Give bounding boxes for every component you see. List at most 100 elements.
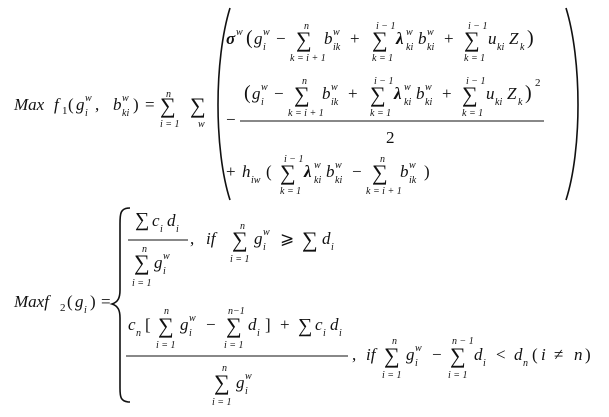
eq1-r1-b1: b [324,29,333,48]
eq1-r2-b2-sub: ki [425,97,432,108]
eq1-sum1-upper: n [166,89,171,100]
eq2-c2-cond-g-sup: w [415,343,422,354]
eq1-r2-s2-upper: i − 1 [374,76,394,87]
eq1-r2-b1-sub: ik [331,97,339,108]
eq2-c2-den-sum: ∑ [214,370,230,395]
eq2-c2-cond-sum1: ∑ [384,343,400,368]
eq2-c2-lt: < [496,345,506,364]
eq2-c2-comma: , [352,345,356,364]
eq1-r3-close: ) [424,162,430,181]
eq2-c2-d2-sub: i [339,328,342,339]
eq1-r2-u-sub: ki [495,97,502,108]
eq2-c2-cn-sub: n [136,328,141,339]
eq1-r3-s2-lower: k = i + 1 [366,186,402,197]
eq1-big-right-paren [565,7,579,201]
eq2-c2-den-upper: n [222,363,227,374]
eq1-r1-u-sub: ki [497,42,504,53]
eq2-c1-den-g-sub: i [163,266,166,277]
eq1-r2-g-sub: i [261,97,264,108]
eq2-close-paren: ) [90,292,96,311]
eq1-r1-s3-lower: k = 1 [464,53,485,64]
eq1-r3-s1-lower: k = 1 [280,186,301,197]
eq2-c2-close: ) [585,345,591,364]
eq2-c2-c2-sub: i [323,328,326,339]
eq1-r2-s1: ∑ [294,82,310,107]
eq1-g-sub: i [85,108,88,119]
eq1-b-sub: ki [122,108,129,119]
eq1-r2-s3: ∑ [462,82,478,107]
eq1-max: Max [13,95,45,114]
eq1-r1-s2-lower: k = 1 [372,53,393,64]
eq2-c2-cond-lower2: i = 1 [448,370,468,381]
eq1-f: f [54,95,61,114]
eq2-c2-open: ( [532,345,538,364]
eq1-r1-b1-sub: ik [333,42,341,53]
eq1-r1-lambda-sub: ki [406,42,413,53]
eq2-c2-den-lower: i = 1 [212,397,232,408]
eq2-c2-s2-lower: i = 1 [224,340,244,351]
eq2-c1-den-upper: n [142,244,147,255]
eq2-c2-n: n [574,345,583,364]
eq2-c2-den-g-sub: i [245,386,248,397]
eq2-c1-cond-lower: i = 1 [230,254,250,265]
eq1-r2-g-sup: w [261,82,268,93]
eq1-comma: , [95,95,99,114]
eq2-c2-if: if [366,345,378,364]
eq2-open-paren: ( [67,292,73,311]
eq2-c1-cond-g-sub: i [263,242,266,253]
eq1-r2-b2: b [416,84,425,103]
eq2-c1-den-g: g [154,253,163,272]
eq1-r1-open: ( [246,27,253,49]
eq2-c1-den-g-sup: w [163,251,170,262]
eq1-r3-s1: ∑ [280,160,296,185]
eq1-equals: = [145,95,155,114]
eq2-c2-s2-upper: n−1 [228,306,245,317]
eq2-c1-den-lower: i = 1 [132,278,152,289]
eq1-r3-b2-sup: w [409,160,416,171]
eq2-c2-cond-g: g [406,345,415,364]
eq1-r2-denominator: 2 [386,128,395,147]
eq1-r3-h: h [242,162,251,181]
eq2-c1-geq: ⩾ [280,229,294,248]
eq2-c2-neq: ≠ [554,345,563,364]
eq1-r3-open: ( [266,162,272,181]
eq1-r2-s1-upper: n [302,76,307,87]
eq1-r2-b1: b [322,84,331,103]
eq2-c1-if: if [206,229,218,248]
eq2-c2-g-sup: w [189,313,196,324]
eq2-maxf: Maxf [13,292,51,311]
eq2-f-sub: 2 [60,302,66,314]
eq2-c2-s1-lower: i = 1 [156,340,176,351]
eq1-b-sup: w [122,93,129,104]
eq2-c2-cond-minus: − [432,345,442,364]
eq1-r1-s2-upper: i − 1 [376,21,396,32]
eq1-r2-z: Z [507,84,517,103]
eq1-r1-s1: ∑ [296,27,312,52]
eq1-sum1: ∑ [160,93,176,118]
eq2-equals: = [101,292,111,311]
eq2-c2-cond-d: d [474,345,483,364]
eq2-c1-rhs-sum: ∑ [302,227,318,252]
eq1-r1-b2: b [418,29,427,48]
eq2-c1-d: d [167,211,176,230]
eq2-c2-d: d [248,315,257,334]
eq1-r1-sigma-sup: w [236,27,243,38]
eq2-cases-brace [109,207,131,403]
eq1-r2-open: ( [244,82,251,104]
eq1-r2-close: ) [525,82,532,104]
eq2-c2-cn: c [128,315,136,334]
eq1-g: g [76,95,85,114]
eq1-r3-s1-upper: i − 1 [284,154,304,165]
eq2-g: g [75,292,84,311]
eq2-c2-cond-dn-sub: n [523,358,528,369]
eq1-r1-s3: ∑ [464,27,480,52]
eq2-c1-cond-d-sub: i [331,242,334,253]
eq1-r3-h-sub: iw [251,175,261,186]
eq1-r3-lambda: λ [303,162,312,181]
eq2-c1-num-sum: ∑ [135,209,149,231]
eq2-c2-d-sub: i [257,328,260,339]
eq1-r1-s3-upper: i − 1 [468,21,488,32]
eq2-g-sub: i [84,305,87,316]
eq1-r1-s1-lower: k = i + 1 [290,53,326,64]
eq1-r3-b2-sub: ik [409,175,417,186]
